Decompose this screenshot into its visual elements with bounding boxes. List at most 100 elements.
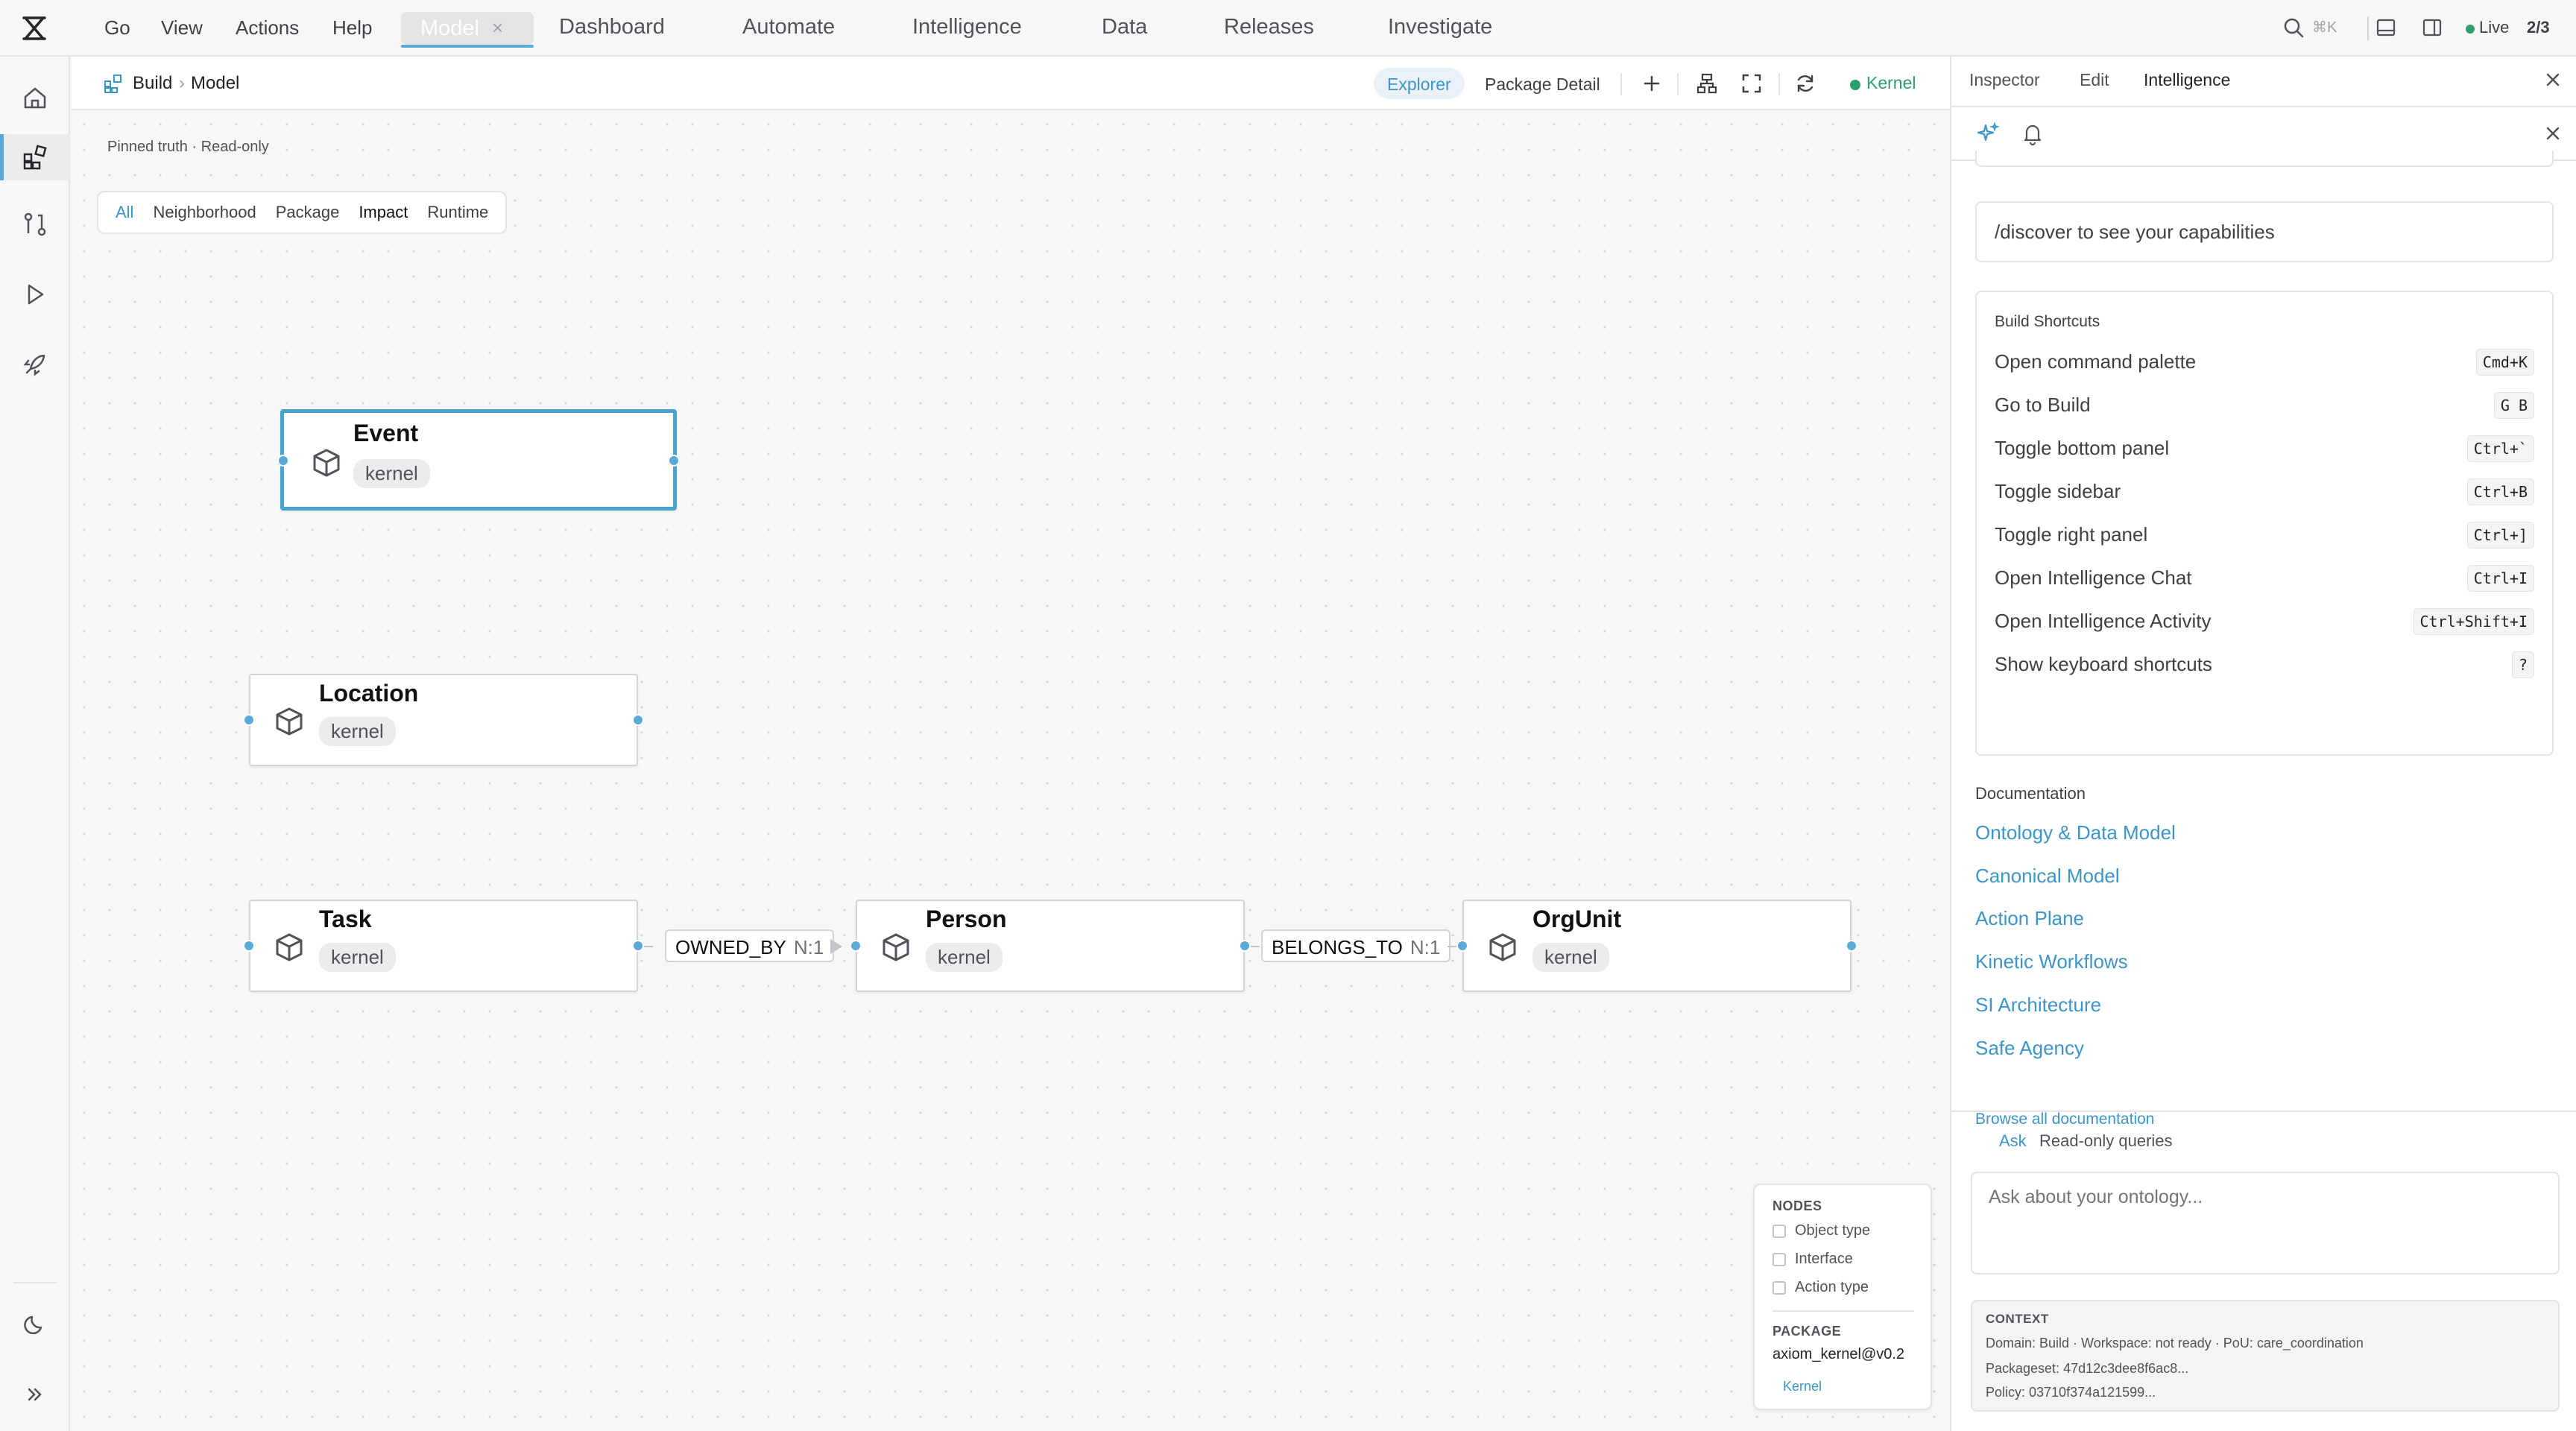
- node-handle-right[interactable]: [1846, 940, 1857, 952]
- rail-active-indicator: [0, 134, 4, 180]
- app-logo-icon[interactable]: [19, 15, 49, 42]
- object-type-icon: [880, 931, 912, 964]
- play-icon[interactable]: [16, 276, 54, 313]
- build-icon[interactable]: [16, 139, 54, 176]
- node-title: Task: [319, 906, 372, 932]
- ask-tab[interactable]: Ask: [1999, 1131, 2027, 1150]
- home-icon[interactable]: [16, 79, 54, 116]
- node-title: Person: [926, 906, 1007, 932]
- doc-link-kinetic-workflows[interactable]: Kinetic Workflows: [1975, 950, 2128, 973]
- legend-object-type[interactable]: Object type: [1772, 1222, 1870, 1239]
- filter-impact[interactable]: Impact: [359, 203, 408, 221]
- active-tab-indicator: [401, 45, 534, 48]
- checkbox[interactable]: [1772, 1252, 1786, 1266]
- node-handle-right[interactable]: [668, 455, 680, 467]
- checkbox[interactable]: [1772, 1224, 1786, 1238]
- close-icon[interactable]: ×: [492, 16, 504, 39]
- flow-icon[interactable]: [16, 206, 54, 243]
- node-handle-left[interactable]: [243, 940, 255, 952]
- edge-line: [1448, 946, 1456, 947]
- tab-data[interactable]: Data: [1102, 15, 1148, 39]
- sparkle-icon[interactable]: [1975, 121, 2001, 146]
- doc-link-safe-agency[interactable]: Safe Agency: [1975, 1037, 2084, 1059]
- node-handle-left[interactable]: [850, 940, 862, 952]
- refresh-icon[interactable]: [1792, 70, 1819, 97]
- breadcrumb-build[interactable]: Build: [133, 73, 173, 93]
- bell-icon[interactable]: [2020, 121, 2045, 146]
- doc-link-canonical-model[interactable]: Canonical Model: [1975, 865, 2120, 887]
- rocket-icon[interactable]: [16, 346, 54, 383]
- tab-model[interactable]: Model ×: [401, 12, 534, 48]
- graph-canvas[interactable]: Pinned truth · Read-only All Neighborhoo…: [72, 112, 1950, 1431]
- canvas-toolbar: Build › Model Explorer Package Detail Ke…: [72, 57, 1950, 110]
- legend-package-badge[interactable]: Kernel: [1783, 1379, 1822, 1394]
- doc-link-si-architecture[interactable]: SI Architecture: [1975, 994, 2102, 1016]
- close-icon[interactable]: [2542, 122, 2564, 145]
- node-event[interactable]: Event kernel: [280, 409, 677, 511]
- package-detail-button[interactable]: Package Detail: [1485, 75, 1600, 94]
- tab-intelligence[interactable]: Intelligence: [912, 15, 1022, 39]
- filter-neighborhood[interactable]: Neighborhood: [153, 203, 256, 221]
- filter-runtime[interactable]: Runtime: [427, 203, 489, 221]
- doc-link-action-plane[interactable]: Action Plane: [1975, 907, 2084, 929]
- node-package-badge: kernel: [319, 943, 396, 972]
- tab-edit[interactable]: Edit: [2080, 70, 2109, 89]
- live-label: Live: [2479, 18, 2510, 37]
- edge-line: [1251, 946, 1260, 947]
- node-handle-left[interactable]: [1456, 940, 1468, 952]
- tab-intelligence-panel[interactable]: Intelligence: [2144, 70, 2231, 89]
- checkbox[interactable]: [1772, 1280, 1786, 1295]
- explorer-button[interactable]: Explorer: [1374, 68, 1465, 99]
- discover-card[interactable]: /discover to see your capabilities: [1975, 201, 2554, 262]
- object-type-icon: [1486, 931, 1519, 964]
- moon-icon[interactable]: [16, 1306, 54, 1343]
- pinned-status: Pinned truth · Read-only: [107, 139, 269, 155]
- node-task[interactable]: Task kernel: [249, 900, 638, 992]
- node-handle-right[interactable]: [632, 940, 644, 952]
- close-icon[interactable]: [2542, 69, 2564, 91]
- browse-all-docs-link[interactable]: Browse all documentation: [1975, 1111, 2155, 1128]
- menu-actions[interactable]: Actions: [236, 16, 300, 39]
- filter-all[interactable]: All: [116, 203, 134, 221]
- right-panel-icon[interactable]: [2421, 16, 2443, 39]
- filter-package[interactable]: Package: [275, 203, 340, 221]
- expand-icon[interactable]: [16, 1376, 54, 1413]
- hierarchy-icon[interactable]: [1693, 70, 1720, 97]
- doc-link-ontology[interactable]: Ontology & Data Model: [1975, 821, 2176, 844]
- context-domain: Domain: Build · Workspace: not ready · P…: [1986, 1336, 2364, 1351]
- tab-releases[interactable]: Releases: [1224, 15, 1314, 39]
- node-handle-left[interactable]: [277, 455, 289, 467]
- tab-inspector[interactable]: Inspector: [1969, 70, 2040, 89]
- menu-go[interactable]: Go: [104, 16, 130, 39]
- menu-help[interactable]: Help: [332, 16, 373, 39]
- toolbar-divider: [1677, 73, 1679, 95]
- search-icon[interactable]: [2282, 16, 2305, 39]
- node-handle-right[interactable]: [632, 714, 644, 726]
- menu-view[interactable]: View: [161, 16, 203, 39]
- bottom-panel-icon[interactable]: [2375, 16, 2397, 39]
- tab-automate[interactable]: Automate: [742, 15, 836, 39]
- context-card: CONTEXT Domain: Build · Workspace: not r…: [1971, 1300, 2560, 1412]
- node-person[interactable]: Person kernel: [856, 900, 1245, 992]
- legend-interface[interactable]: Interface: [1772, 1251, 1853, 1268]
- filter-segmented-control: All Neighborhood Package Impact Runtime: [97, 191, 508, 234]
- add-icon[interactable]: [1638, 70, 1665, 97]
- context-heading: CONTEXT: [1986, 1312, 2049, 1326]
- edge-cardinality: N:1: [793, 936, 824, 958]
- kernel-status-label[interactable]: Kernel: [1866, 73, 1916, 92]
- tab-investigate[interactable]: Investigate: [1388, 15, 1493, 39]
- node-orgunit[interactable]: OrgUnit kernel: [1462, 900, 1852, 992]
- node-location[interactable]: Location kernel: [249, 674, 638, 766]
- node-handle-right[interactable]: [1239, 940, 1251, 952]
- fullscreen-icon[interactable]: [1738, 70, 1765, 97]
- node-handle-left[interactable]: [243, 714, 255, 726]
- page-counter: 2/3: [2527, 18, 2550, 37]
- legend-action-type[interactable]: Action type: [1772, 1279, 1869, 1296]
- object-type-icon: [273, 705, 306, 738]
- ask-input[interactable]: [1971, 1172, 2560, 1274]
- read-only-queries-tab[interactable]: Read-only queries: [2039, 1131, 2173, 1150]
- tab-dashboard[interactable]: Dashboard: [559, 15, 665, 39]
